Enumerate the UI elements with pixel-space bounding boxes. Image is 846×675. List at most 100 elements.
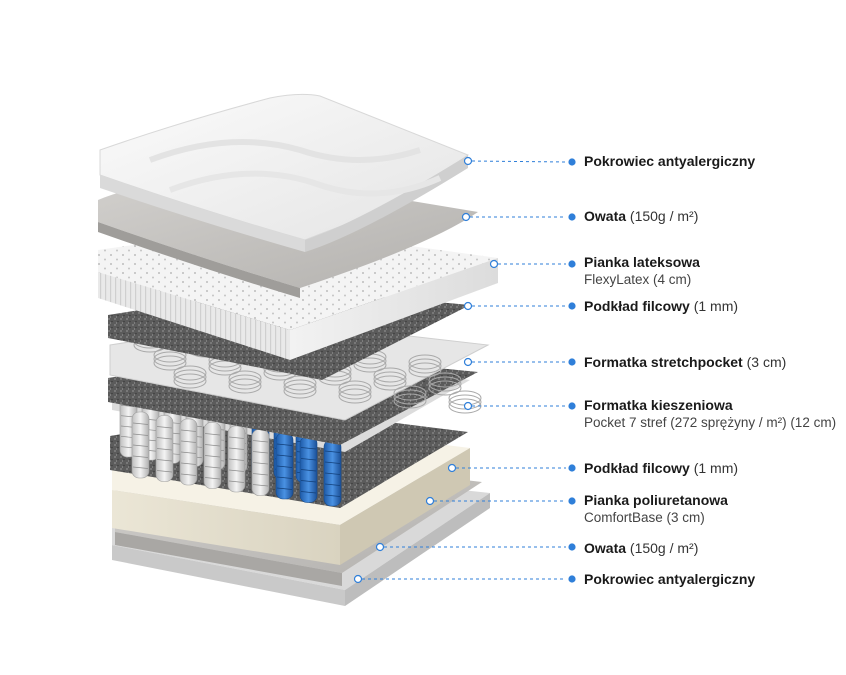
- stretchpocket-coil: [393, 389, 427, 405]
- spring-coil: [252, 462, 269, 465]
- anchor-ring: [463, 357, 473, 367]
- anchor-ring: [353, 574, 363, 584]
- layer-label: Podkład filcowy (1 mm): [584, 460, 839, 477]
- spring-coil: [276, 443, 293, 446]
- spring-coil: [204, 433, 221, 436]
- spring-coil: [252, 484, 269, 487]
- spring-coil: [132, 433, 149, 436]
- stretchpocket-coil: [373, 367, 407, 383]
- layer-label-spec: (1 mm): [693, 298, 739, 314]
- layer-label-title: Podkład filcowy: [584, 298, 690, 314]
- spring-coil: [180, 429, 197, 432]
- stretchpocket-coil: [393, 393, 427, 409]
- spring-coil: [228, 480, 245, 483]
- spring-coil: [180, 451, 197, 454]
- layer-label-title: Owata: [584, 540, 627, 556]
- spring-coil: [132, 422, 149, 425]
- spring-white: [131, 411, 150, 479]
- spring-coil: [252, 451, 269, 454]
- layer-label-subtitle: FlexyLatex (4 cm): [584, 272, 692, 287]
- spring-coil: [156, 437, 173, 440]
- label-dot: [568, 302, 576, 310]
- spring-coil: [204, 444, 221, 447]
- stretchpocket-coil: [228, 374, 262, 390]
- label-dot: [568, 543, 576, 551]
- layer-label-title: Owata: [584, 208, 627, 224]
- spring-coil: [252, 440, 269, 443]
- anchor-ring: [489, 259, 499, 269]
- stretchpocket-coil: [283, 375, 317, 391]
- label-dot: [568, 575, 576, 583]
- layer-label-subtitle: Pocket 7 stref (272 sprężyny / m²) (12 c…: [584, 415, 837, 430]
- anchor-ring: [463, 401, 473, 411]
- label-dot: [568, 260, 576, 268]
- stretchpocket-coil: [408, 354, 442, 370]
- layer-top-cover: [99, 93, 470, 252]
- spring-coil: [228, 469, 245, 472]
- stretchpocket-coil: [153, 351, 187, 367]
- spring-coil: [300, 458, 317, 461]
- stretchpocket-coil: [408, 362, 442, 378]
- stretchpocket-coil: [448, 394, 482, 410]
- stretchpocket-coil: [353, 357, 387, 373]
- layer-label: Owata (150g / m²): [584, 540, 839, 557]
- anchor-ring: [425, 496, 435, 506]
- stretchpocket-coil: [153, 355, 187, 371]
- stretchpocket-coil: [228, 370, 262, 386]
- spring-coil: [180, 462, 197, 465]
- stretchpocket-coil: [428, 380, 462, 396]
- stretchpocket-coil: [228, 378, 262, 394]
- spring-coil: [276, 487, 293, 490]
- layer-label-title: Pokrowiec antyalergiczny: [584, 571, 756, 587]
- stretchpocket-coil: [428, 372, 462, 388]
- layer-label: Owata (150g / m²): [584, 208, 839, 225]
- stretchpocket-coil: [373, 371, 407, 387]
- layer-label-spec: (1 mm): [693, 460, 739, 476]
- layer-label: Pokrowiec antyalergiczny: [584, 571, 839, 588]
- spring-coil: [180, 473, 197, 476]
- layer-label-title: Pokrowiec antyalergiczny: [584, 153, 756, 169]
- spring-coil: [156, 470, 173, 473]
- stretchpocket-coil: [283, 379, 317, 395]
- layer-label-title: Pianka lateksowa: [584, 254, 700, 270]
- layer-label: Formatka stretchpocket (3 cm): [584, 354, 839, 371]
- anchor-ring: [447, 463, 457, 473]
- stretchpocket-coil: [393, 385, 427, 401]
- layer-label-title: Podkład filcowy: [584, 460, 690, 476]
- layer-label: Pokrowiec antyalergiczny: [584, 153, 839, 170]
- anchor-ring: [375, 542, 385, 552]
- spring-coil: [228, 436, 245, 439]
- spring-white: [203, 422, 222, 489]
- stretchpocket-coil: [448, 390, 482, 406]
- spring-white: [227, 425, 246, 493]
- spring-coil: [204, 466, 221, 469]
- stretchpocket-coil: [173, 373, 207, 389]
- spring-coil: [228, 458, 245, 461]
- spring-coil: [276, 454, 293, 457]
- spring-coil: [180, 440, 197, 443]
- spring-coil: [156, 448, 173, 451]
- spring-coil: [300, 480, 317, 483]
- spring-coil: [156, 426, 173, 429]
- spring-coil: [156, 459, 173, 462]
- anchor-ring: [463, 301, 473, 311]
- spring-coil: [228, 447, 245, 450]
- spring-white: [155, 415, 174, 482]
- spring-white: [179, 418, 198, 486]
- stretchpocket-coil: [373, 375, 407, 391]
- stretchpocket-coil: [428, 376, 462, 392]
- stretchpocket-coil: [338, 380, 372, 396]
- anchor-ring: [461, 212, 471, 222]
- stretchpocket-coil: [338, 384, 372, 400]
- layer-label-subtitle: ComfortBase (3 cm): [584, 510, 705, 525]
- spring-coil: [300, 469, 317, 472]
- stretchpocket-coil: [208, 360, 242, 376]
- spring-coil: [324, 494, 341, 497]
- layer-label-title: Formatka kieszeniowa: [584, 397, 733, 413]
- stretchpocket-coil: [408, 358, 442, 374]
